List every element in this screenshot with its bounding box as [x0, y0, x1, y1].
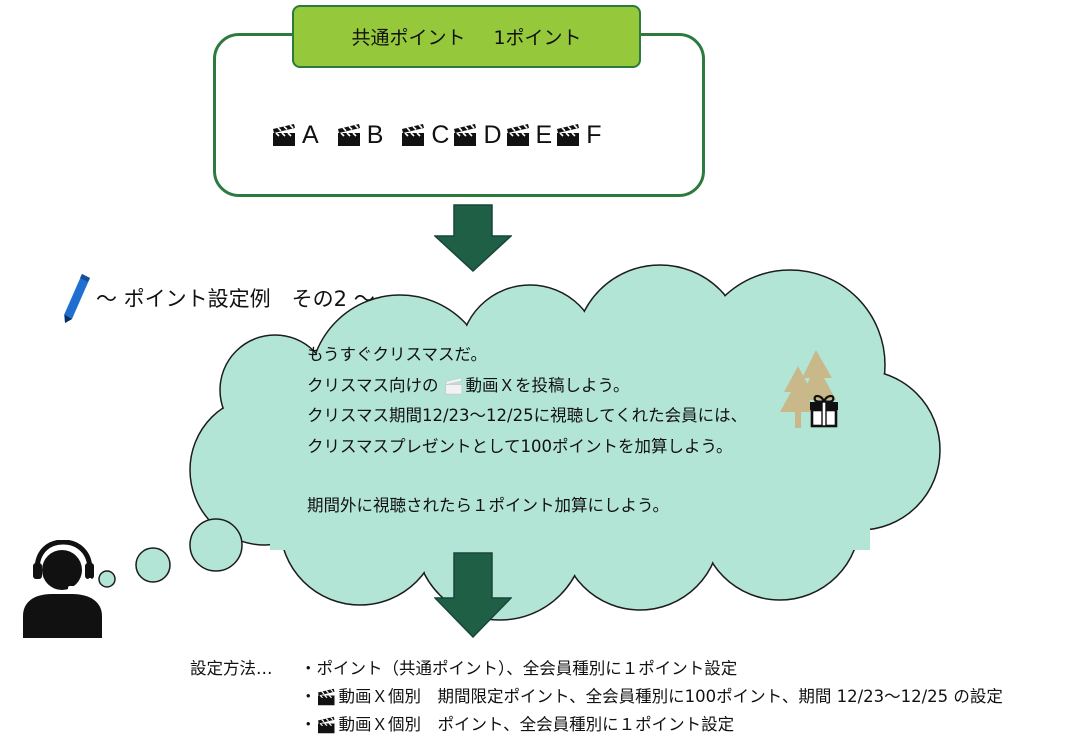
method-item: ・ 動画Ｘ個別 ポイント、全会員種別に１ポイント設定 [300, 711, 1003, 739]
down-arrow-icon [434, 552, 512, 638]
method-bullet: ・ [300, 715, 317, 734]
method-item: ・ 動画Ｘ個別 期間限定ポイント、全会員種別に100ポイント、期間 12/23～… [300, 683, 1003, 711]
method-item: ・ポイント（共通ポイント）、全会員種別に１ポイント設定 [300, 659, 738, 678]
clapperboard-icon [445, 377, 464, 395]
method-label: 設定方法… [190, 659, 273, 678]
video-label: A [302, 120, 319, 149]
example-heading: ～ ポイント設定例 その2 ～ [60, 270, 375, 326]
video-label: B [366, 120, 384, 149]
cloud-text: もうすぐクリスマスだ。 クリスマス向けの 動画Ｘを投稿しよう。 クリスマス期間1… [307, 340, 787, 522]
method-bullet: ・ [300, 687, 317, 706]
cloud-line-pre: クリスマス向けの [307, 375, 439, 395]
cloud-line: クリスマス向けの 動画Ｘを投稿しよう。 [307, 371, 787, 402]
clapperboard-icon [317, 716, 337, 734]
video-item: A [272, 121, 319, 150]
video-item: F [556, 121, 601, 150]
pen-icon [64, 274, 90, 323]
video-label: F [586, 120, 602, 149]
gift-icon [806, 392, 842, 432]
video-item: B [337, 120, 384, 150]
support-agent-icon [20, 539, 110, 642]
clapperboard-icon [317, 688, 337, 706]
cloud-line: もうすぐクリスマスだ。 [307, 345, 488, 364]
cloud-line: 期間外に視聴されたら１ポイント加算にしよう。 [307, 496, 670, 515]
common-points-title: 共通ポイント [351, 27, 466, 49]
video-label: C [431, 120, 450, 149]
cloud-line: クリスマス期間12/23～12/25に視聴してくれた会員には、 [307, 406, 748, 425]
video-label: D [483, 120, 502, 149]
cloud-line-post: 動画Ｘを投稿しよう。 [465, 375, 630, 395]
example-heading-text: ～ ポイント設定例 その2 ～ [96, 287, 375, 311]
video-label: E [535, 120, 553, 149]
common-points-value: 1ポイント [493, 27, 582, 49]
down-arrow-icon [434, 204, 512, 272]
video-item: C [401, 121, 449, 150]
video-item: E [506, 120, 553, 150]
common-points-label: 共通ポイント 1ポイント [292, 5, 641, 68]
video-item: D [453, 120, 502, 150]
method-item-text: 動画Ｘ個別 期間限定ポイント、全会員種別に100ポイント、期間 12/23～12… [338, 687, 1003, 706]
method-item-text: 動画Ｘ個別 ポイント、全会員種別に１ポイント設定 [338, 715, 735, 734]
video-list: A B C D E F [272, 115, 652, 155]
cloud-line: クリスマスプレゼントとして100ポイントを加算しよう。 [307, 436, 733, 456]
method-list: ・ポイント（共通ポイント）、全会員種別に１ポイント設定 ・ 動画Ｘ個別 期間限定… [300, 655, 1003, 739]
